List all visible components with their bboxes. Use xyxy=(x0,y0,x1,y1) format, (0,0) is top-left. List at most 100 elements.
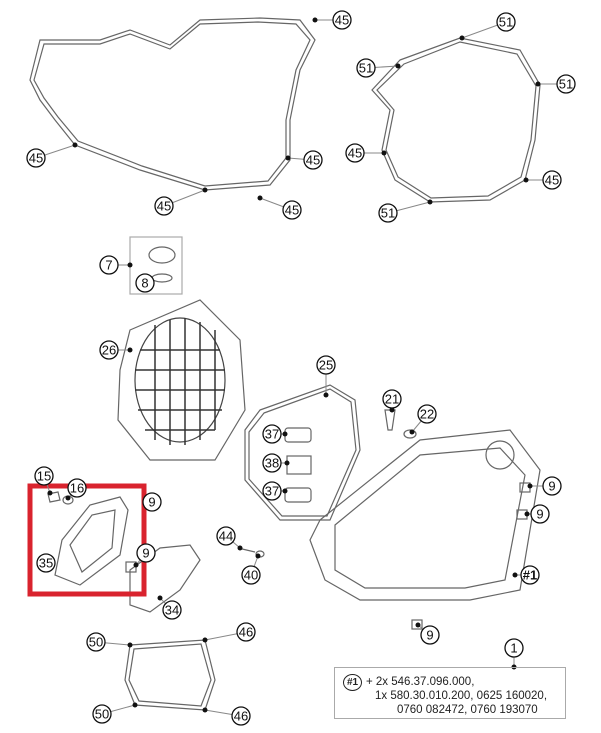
callout-circle xyxy=(378,203,398,223)
leader-dot xyxy=(127,642,133,648)
callout-circle xyxy=(86,632,106,652)
callout-45: 45 xyxy=(312,10,352,30)
callout-45: 45 xyxy=(285,150,323,170)
leader-dot xyxy=(409,429,415,435)
leader-dot xyxy=(72,142,78,148)
callout-label: 46 xyxy=(239,625,253,640)
callout-label: 40 xyxy=(244,568,258,583)
note-box: #1+ 2x 546.37.096.000, 1x 580.30.010.200… xyxy=(334,667,566,719)
callout-46: 46 xyxy=(202,622,256,643)
leader-dot xyxy=(282,431,288,437)
water-pump-cover-35 xyxy=(54,496,129,586)
callout-circle xyxy=(154,196,174,216)
callout-51: 51 xyxy=(535,74,576,94)
callout-45: 45 xyxy=(345,143,387,163)
callout-9: 9 xyxy=(527,476,562,496)
callout-label: 16 xyxy=(70,481,84,496)
callout-label: 9 xyxy=(548,479,555,494)
callout-label: 37 xyxy=(265,427,279,442)
callout-circle xyxy=(216,526,236,546)
callout-circle xyxy=(231,706,251,726)
callout-circle xyxy=(496,12,516,32)
callout-label: 15 xyxy=(37,469,51,484)
callout-45: 45 xyxy=(523,170,562,190)
leader-dot xyxy=(527,483,533,489)
callout-label: 34 xyxy=(165,603,179,618)
callout-circle xyxy=(417,404,437,424)
leader-dot xyxy=(415,622,421,628)
callout-38: 38 xyxy=(262,453,290,473)
mesh-grid xyxy=(135,318,225,445)
callout-45: 45 xyxy=(154,187,208,216)
callout-label: 45 xyxy=(348,146,362,161)
callout-label: 9 xyxy=(148,495,155,510)
callout-circle xyxy=(332,10,352,30)
leader-dot xyxy=(323,392,329,398)
callout-label: 45 xyxy=(545,173,559,188)
callout-label: 9 xyxy=(536,507,543,522)
callout-label: 51 xyxy=(359,61,373,76)
callout-label: 26 xyxy=(102,343,116,358)
callout-9: 9 xyxy=(142,492,162,512)
callout-9: 9 xyxy=(524,504,550,524)
callout-circle xyxy=(162,600,182,620)
clutch-cover-26 xyxy=(117,299,246,461)
callout-label: #1 xyxy=(523,568,537,583)
leader-dot xyxy=(389,407,395,413)
callout-circle xyxy=(382,389,402,409)
callout-label: 9 xyxy=(142,546,149,561)
callout-label: 45 xyxy=(157,199,171,214)
callout-circle xyxy=(316,355,336,375)
callout-15: 15 xyxy=(34,466,54,496)
callout-45: 45 xyxy=(26,142,78,168)
callout-circle xyxy=(556,74,576,94)
note-line-3: 0760 082472, 0760 193070 xyxy=(397,704,538,716)
callout-9: 9 xyxy=(133,543,156,568)
callout-circle xyxy=(36,553,56,573)
callout-circle xyxy=(542,476,562,496)
leader-dot xyxy=(157,595,163,601)
callout-26: 26 xyxy=(99,340,133,360)
leader-dot xyxy=(512,572,518,578)
callout-circle xyxy=(135,273,155,293)
leader-dot xyxy=(524,511,530,517)
callout-label: 1 xyxy=(510,641,517,656)
callout-circle xyxy=(420,625,440,645)
callout-circle xyxy=(92,704,112,724)
callout-circle xyxy=(520,565,540,585)
callout-37: 37 xyxy=(262,424,288,444)
callout-50: 50 xyxy=(92,702,138,724)
leader-dot xyxy=(47,490,53,496)
callout-circle xyxy=(356,58,376,78)
leader-dot xyxy=(284,460,290,466)
callout-circle xyxy=(34,466,54,486)
callout-22: 22 xyxy=(409,404,437,435)
highlight-box xyxy=(27,483,147,597)
leader-dot xyxy=(255,553,261,559)
callout-circle xyxy=(303,150,323,170)
callout-circle xyxy=(99,340,119,360)
leader-dot xyxy=(132,702,138,708)
callout-label: 22 xyxy=(420,407,434,422)
ignition-cover-1 xyxy=(309,429,541,601)
leader-dot xyxy=(459,35,465,41)
callout-circle xyxy=(542,170,562,190)
callout-46: 46 xyxy=(202,706,251,726)
gasket-25 xyxy=(244,384,361,521)
callout-label: 44 xyxy=(219,529,233,544)
callout-50: 50 xyxy=(86,632,133,652)
leader-dot xyxy=(65,495,71,501)
leader-dot xyxy=(427,199,433,205)
callout-label: 50 xyxy=(95,707,109,722)
callout-45: 45 xyxy=(257,195,302,220)
leader-dot xyxy=(381,150,387,156)
callout-circle xyxy=(26,148,46,168)
callout-label: 51 xyxy=(381,206,395,221)
gasket-51-right xyxy=(371,37,541,203)
callout-circle xyxy=(345,143,365,163)
callout-label: 46 xyxy=(234,709,248,724)
callout-circle xyxy=(262,424,282,444)
callout-51: 51 xyxy=(459,12,516,41)
leader-dot xyxy=(312,17,318,23)
